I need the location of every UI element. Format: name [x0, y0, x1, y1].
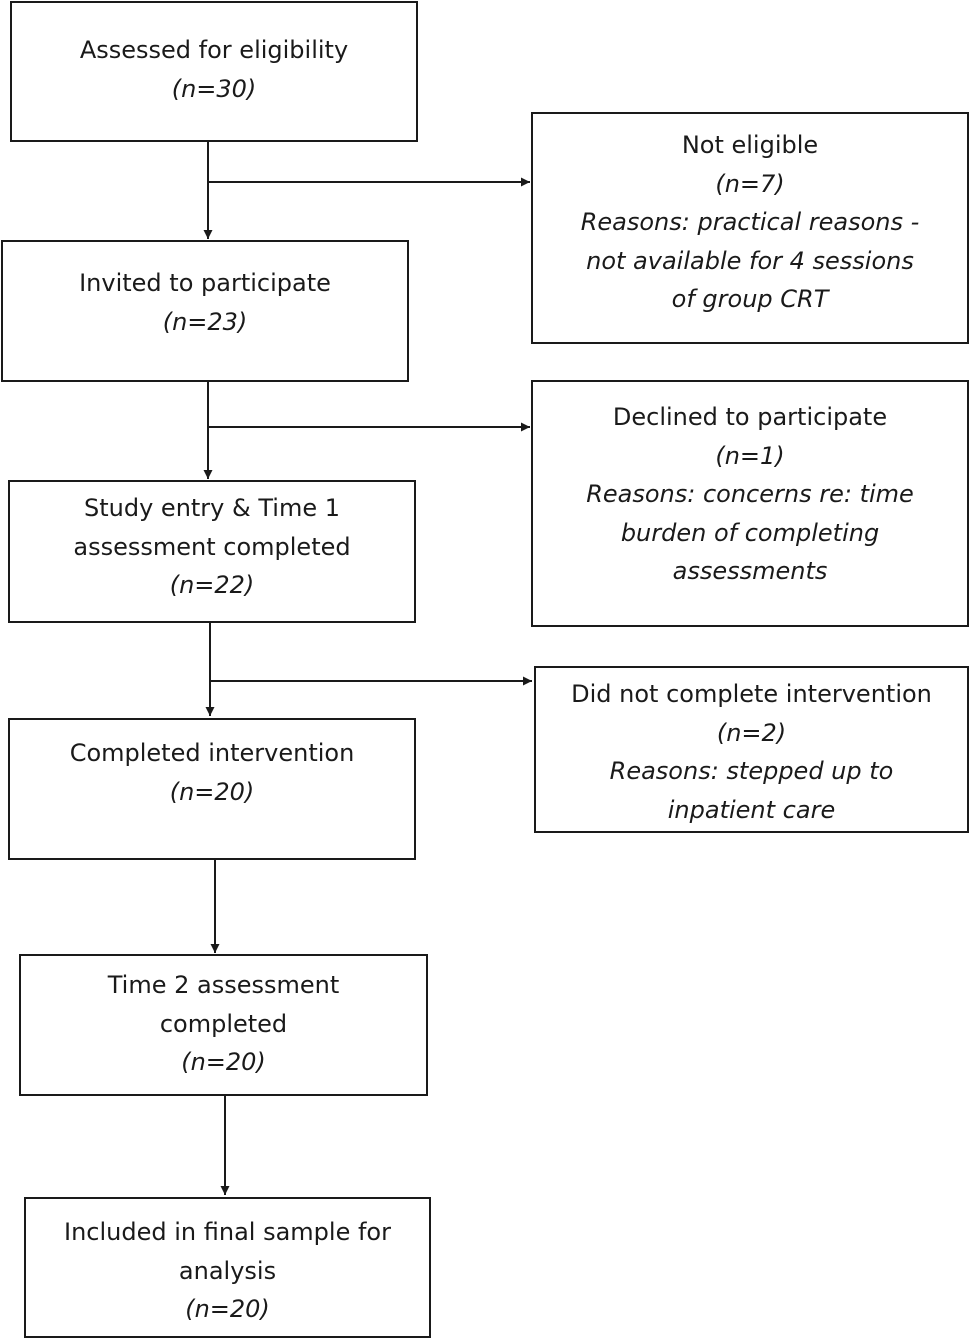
final-sample-box: Included in final sample for analysis (n…: [24, 1197, 431, 1338]
exclusion-count: (n=2): [716, 718, 787, 747]
declined-box: Declined to participate (n=1) Reasons: c…: [531, 380, 969, 627]
box-count: (n=20): [169, 777, 255, 806]
study-entry-box: Study entry & Time 1 assessment complete…: [8, 480, 416, 623]
time2-assessment-box: Time 2 assessment completed (n=20): [19, 954, 428, 1096]
box-count: (n=23): [162, 307, 248, 336]
box-label: Included in final sample for: [64, 1218, 391, 1246]
exclusion-reason: of group CRT: [671, 285, 829, 313]
box-label: analysis: [178, 1256, 277, 1285]
exclusion-reason: Reasons: concerns re: time: [586, 480, 914, 508]
not-eligible-box: Not eligible (n=7) Reasons: practical re…: [531, 112, 969, 344]
box-label: Completed intervention: [69, 739, 355, 767]
did-not-complete-box: Did not complete intervention (n=2) Reas…: [534, 666, 969, 833]
box-count: (n=30): [171, 74, 257, 103]
box-label: assessment completed: [73, 532, 351, 561]
box-count: (n=20): [185, 1295, 270, 1323]
exclusion-title: Did not complete intervention: [571, 680, 932, 708]
box-label: Time 2 assessment: [107, 971, 340, 999]
exclusion-reason: Reasons: practical reasons -: [580, 208, 920, 236]
exclusion-count: (n=7): [715, 169, 785, 198]
exclusion-count: (n=1): [715, 441, 785, 470]
exclusion-title: Not eligible: [681, 131, 819, 159]
exclusion-reason: assessments: [672, 557, 828, 585]
exclusion-reason: Reasons: stepped up to: [609, 757, 894, 785]
box-label: completed: [159, 1009, 288, 1038]
completed-intervention-box: Completed intervention (n=20): [8, 718, 416, 860]
exclusion-reason: not available for 4 sessions: [586, 246, 914, 275]
invited-to-participate-box: Invited to participate (n=23): [1, 240, 409, 382]
assessed-for-eligibility-box: Assessed for eligibility (n=30): [10, 1, 418, 142]
box-label: Assessed for eligibility: [79, 36, 349, 64]
exclusion-reason: burden of completing: [620, 518, 880, 547]
box-count: (n=20): [181, 1048, 266, 1076]
exclusion-reason: inpatient care: [667, 795, 836, 824]
box-label: Invited to participate: [79, 269, 331, 297]
exclusion-title: Declined to participate: [612, 403, 888, 431]
box-count: (n=22): [169, 571, 255, 599]
box-label: Study entry & Time 1: [84, 494, 340, 522]
